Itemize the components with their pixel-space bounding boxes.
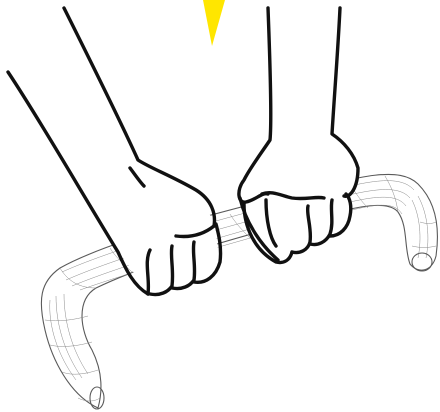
right-hand-grip-icon (238, 8, 358, 263)
force-direction-arrow-icon (203, 0, 225, 46)
left-hand-grip-icon (8, 8, 222, 296)
